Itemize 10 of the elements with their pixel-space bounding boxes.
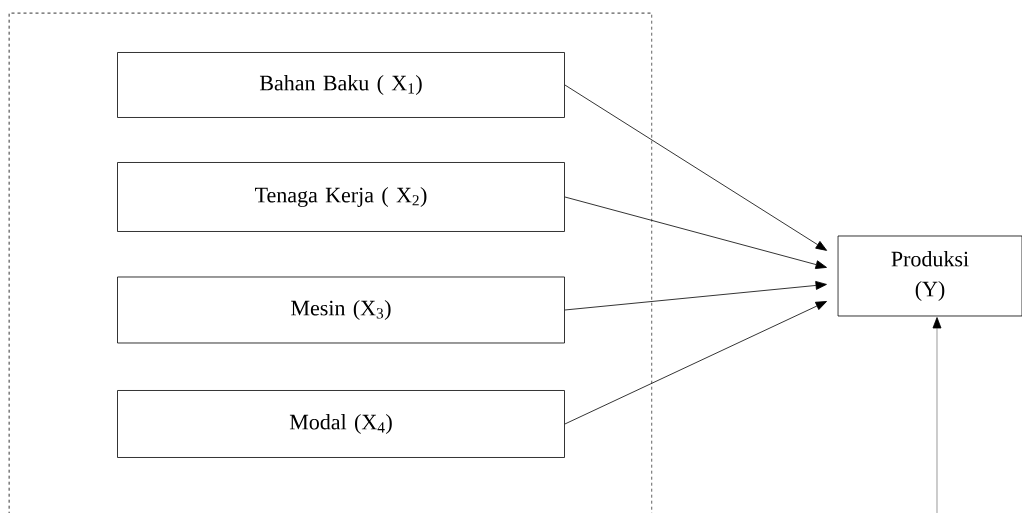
variable-box: Produksi (Y) <box>837 235 1022 317</box>
arrow <box>564 301 827 425</box>
variable-box: Mesin (X$_{3}$) <box>117 276 565 344</box>
arrow <box>564 281 827 311</box>
variable-box: Tenaga Kerja ( X$_{2}$) <box>117 162 565 232</box>
dashed-frame <box>8 12 653 513</box>
arrow <box>564 196 827 269</box>
variable-box: Bahan Baku ( X$_{1}$) <box>117 52 565 118</box>
arrow <box>564 84 828 251</box>
variable-box: Modal (X$_{4}$) <box>117 390 565 458</box>
